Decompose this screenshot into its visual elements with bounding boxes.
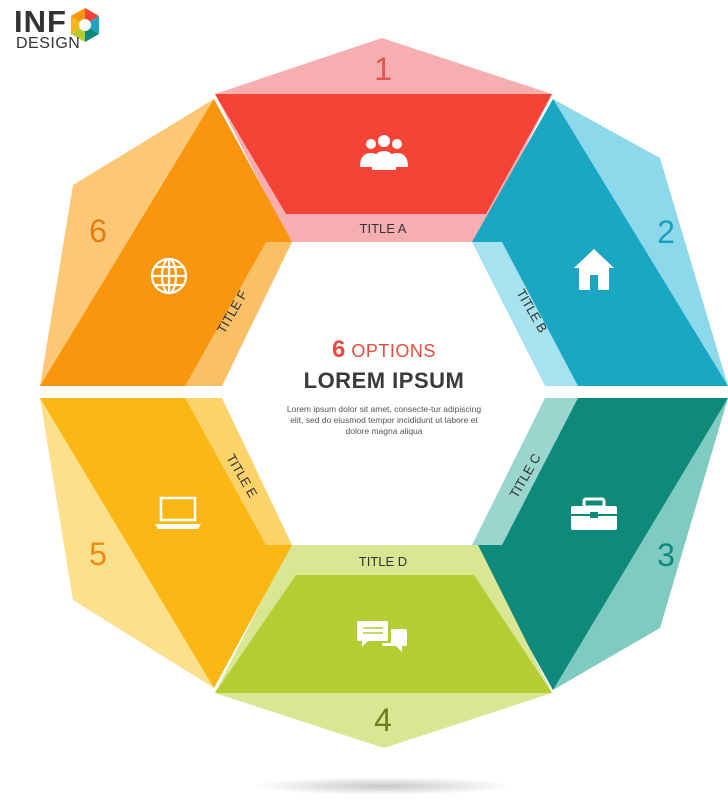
segment-1[interactable]: 1 TITLE A <box>215 38 552 242</box>
logo-hexagon-icon <box>71 8 99 42</box>
segment-3-number: 3 <box>657 537 675 573</box>
options-count: 6 <box>332 336 346 363</box>
briefcase-icon <box>571 497 617 530</box>
segment-6-strip <box>185 242 292 386</box>
home-icon <box>574 249 614 290</box>
chat-icon <box>357 621 407 652</box>
segment-4-title: TITLE D <box>359 554 407 569</box>
options-label: OPTIONS <box>351 341 436 361</box>
segment-1-title: TITLE A <box>360 221 407 236</box>
ground-shadow <box>253 777 513 795</box>
segment-5[interactable]: 5 TITLE E <box>40 398 292 688</box>
laptop-icon <box>155 496 201 529</box>
segment-6[interactable]: 6 TITLE F <box>40 99 292 386</box>
globe-icon <box>150 257 188 295</box>
logo: INF DESIGN <box>14 4 114 52</box>
segment-3[interactable]: 3 TITLE C <box>472 398 728 690</box>
body-text: Lorem ipsum dolor sit amet, consecte-tur… <box>286 404 482 436</box>
logo-word-info: INF <box>14 4 67 39</box>
segment-4-number: 4 <box>374 702 392 738</box>
segment-1-cap <box>215 38 552 94</box>
people-icon <box>360 135 408 170</box>
segment-5-number: 5 <box>89 536 107 572</box>
segment-2-strip <box>472 242 578 386</box>
segment-5-strip <box>185 398 292 545</box>
segment-3-strip <box>472 398 578 545</box>
segment-1-number: 1 <box>374 51 392 87</box>
logo-word-design: DESIGN <box>16 35 81 52</box>
center-text: 6 OPTIONS LOREM IPSUM Lorem ipsum dolor … <box>268 336 500 437</box>
options-heading: 6 OPTIONS <box>268 336 500 364</box>
segment-6-number: 6 <box>89 213 107 249</box>
segment-4[interactable]: TITLE D 4 <box>215 545 552 748</box>
main-title: LOREM IPSUM <box>303 368 465 393</box>
segment-2[interactable]: 2 TITLE B <box>472 99 728 386</box>
segment-2-number: 2 <box>657 214 675 250</box>
